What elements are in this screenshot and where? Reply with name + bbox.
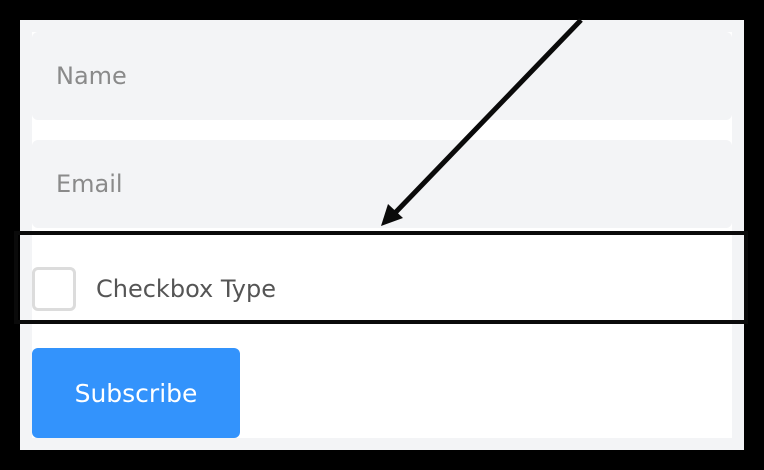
checkbox-row[interactable]: Checkbox Type bbox=[32, 248, 732, 338]
subscribe-form: Checkbox Type Subscribe bbox=[32, 32, 732, 438]
checkbox[interactable] bbox=[32, 267, 76, 311]
subscribe-button[interactable]: Subscribe bbox=[32, 348, 240, 438]
name-input[interactable] bbox=[32, 32, 732, 120]
email-input[interactable] bbox=[32, 140, 732, 228]
checkbox-label[interactable]: Checkbox Type bbox=[96, 275, 276, 303]
form-panel: Checkbox Type Subscribe bbox=[20, 20, 744, 450]
